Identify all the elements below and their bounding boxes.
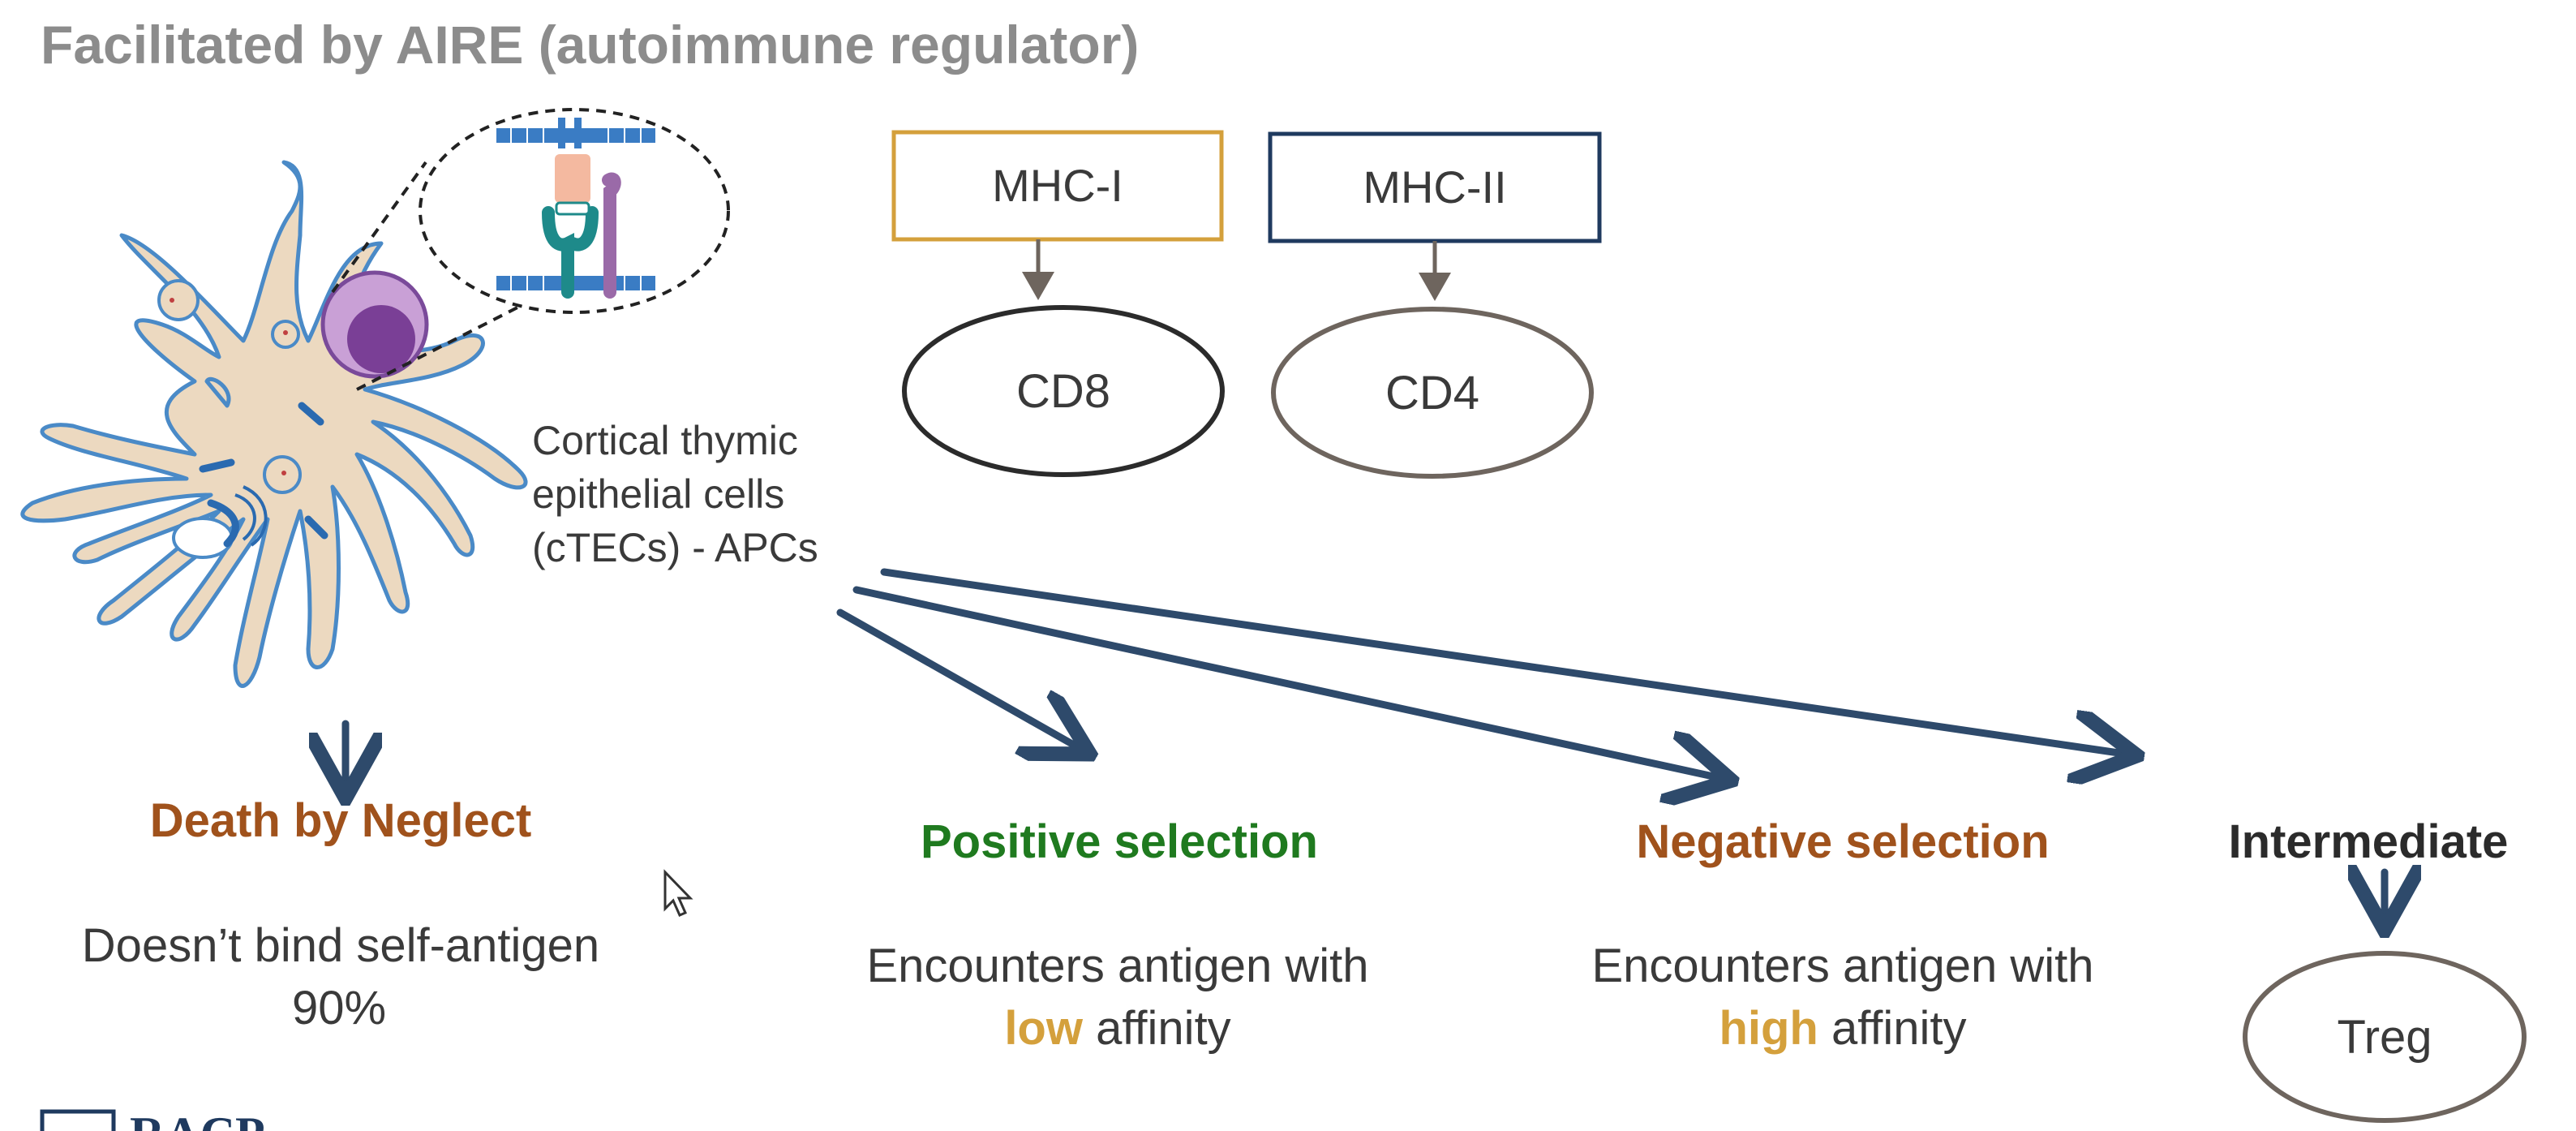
arrow-to-negative-selection	[852, 586, 1724, 779]
negative-selection-line-1: Encounters antigen with	[1591, 940, 2093, 992]
racp-logo-emblem	[40, 1109, 116, 1131]
mhc-ii-label: MHC-II	[1363, 161, 1506, 213]
cortical-epithelial-cell-illustration	[20, 108, 730, 688]
racp-logo-text: RACP	[130, 1107, 265, 1131]
cd8-oval	[902, 305, 1225, 477]
positive-selection-heading: Positive selection	[921, 815, 1318, 868]
cd4-oval	[1271, 307, 1594, 479]
racp-logo: RACP	[40, 1107, 265, 1131]
negative-selection-line-2: high affinity	[1719, 1002, 1966, 1055]
treg-label: Treg	[2337, 1011, 2432, 1064]
mhc-ii-box	[1268, 131, 1602, 243]
positive-selection-rest: affinity	[1083, 1002, 1231, 1055]
mhc-i-box	[891, 130, 1224, 242]
mhc-i-label: MHC-I	[992, 160, 1123, 211]
negative-selection-emphasis: high	[1719, 1002, 1818, 1055]
arrow-to-intermediate	[880, 568, 2130, 755]
treg-oval	[2243, 951, 2527, 1123]
cd8-label: CD8	[1016, 365, 1110, 418]
arrow-to-positive-selection	[836, 609, 1084, 750]
cell-label-line-3: (cTECs) - APCs	[532, 525, 818, 570]
cell-label-line-1: Cortical thymic	[532, 418, 798, 463]
positive-selection-emphasis: low	[1004, 1002, 1084, 1055]
death-by-neglect-percentage: 90%	[292, 982, 386, 1034]
mouse-cursor-icon	[663, 869, 693, 917]
positive-selection-line-2: low affinity	[1004, 1002, 1230, 1055]
positive-selection-line-1: Encounters antigen with	[866, 940, 1368, 992]
slide-title: Facilitated by AIRE (autoimmune regulato…	[41, 15, 1139, 75]
intermediate-heading: Intermediate	[2229, 815, 2509, 868]
cell-label-line-2: epithelial cells	[532, 471, 784, 517]
cd4-label: CD4	[1385, 367, 1479, 419]
negative-selection-rest: affinity	[1818, 1002, 1967, 1055]
negative-selection-heading: Negative selection	[1636, 815, 2049, 868]
death-by-neglect-heading: Death by Neglect	[150, 794, 532, 847]
death-by-neglect-description: Doesn’t bind self-antigen	[82, 919, 599, 972]
